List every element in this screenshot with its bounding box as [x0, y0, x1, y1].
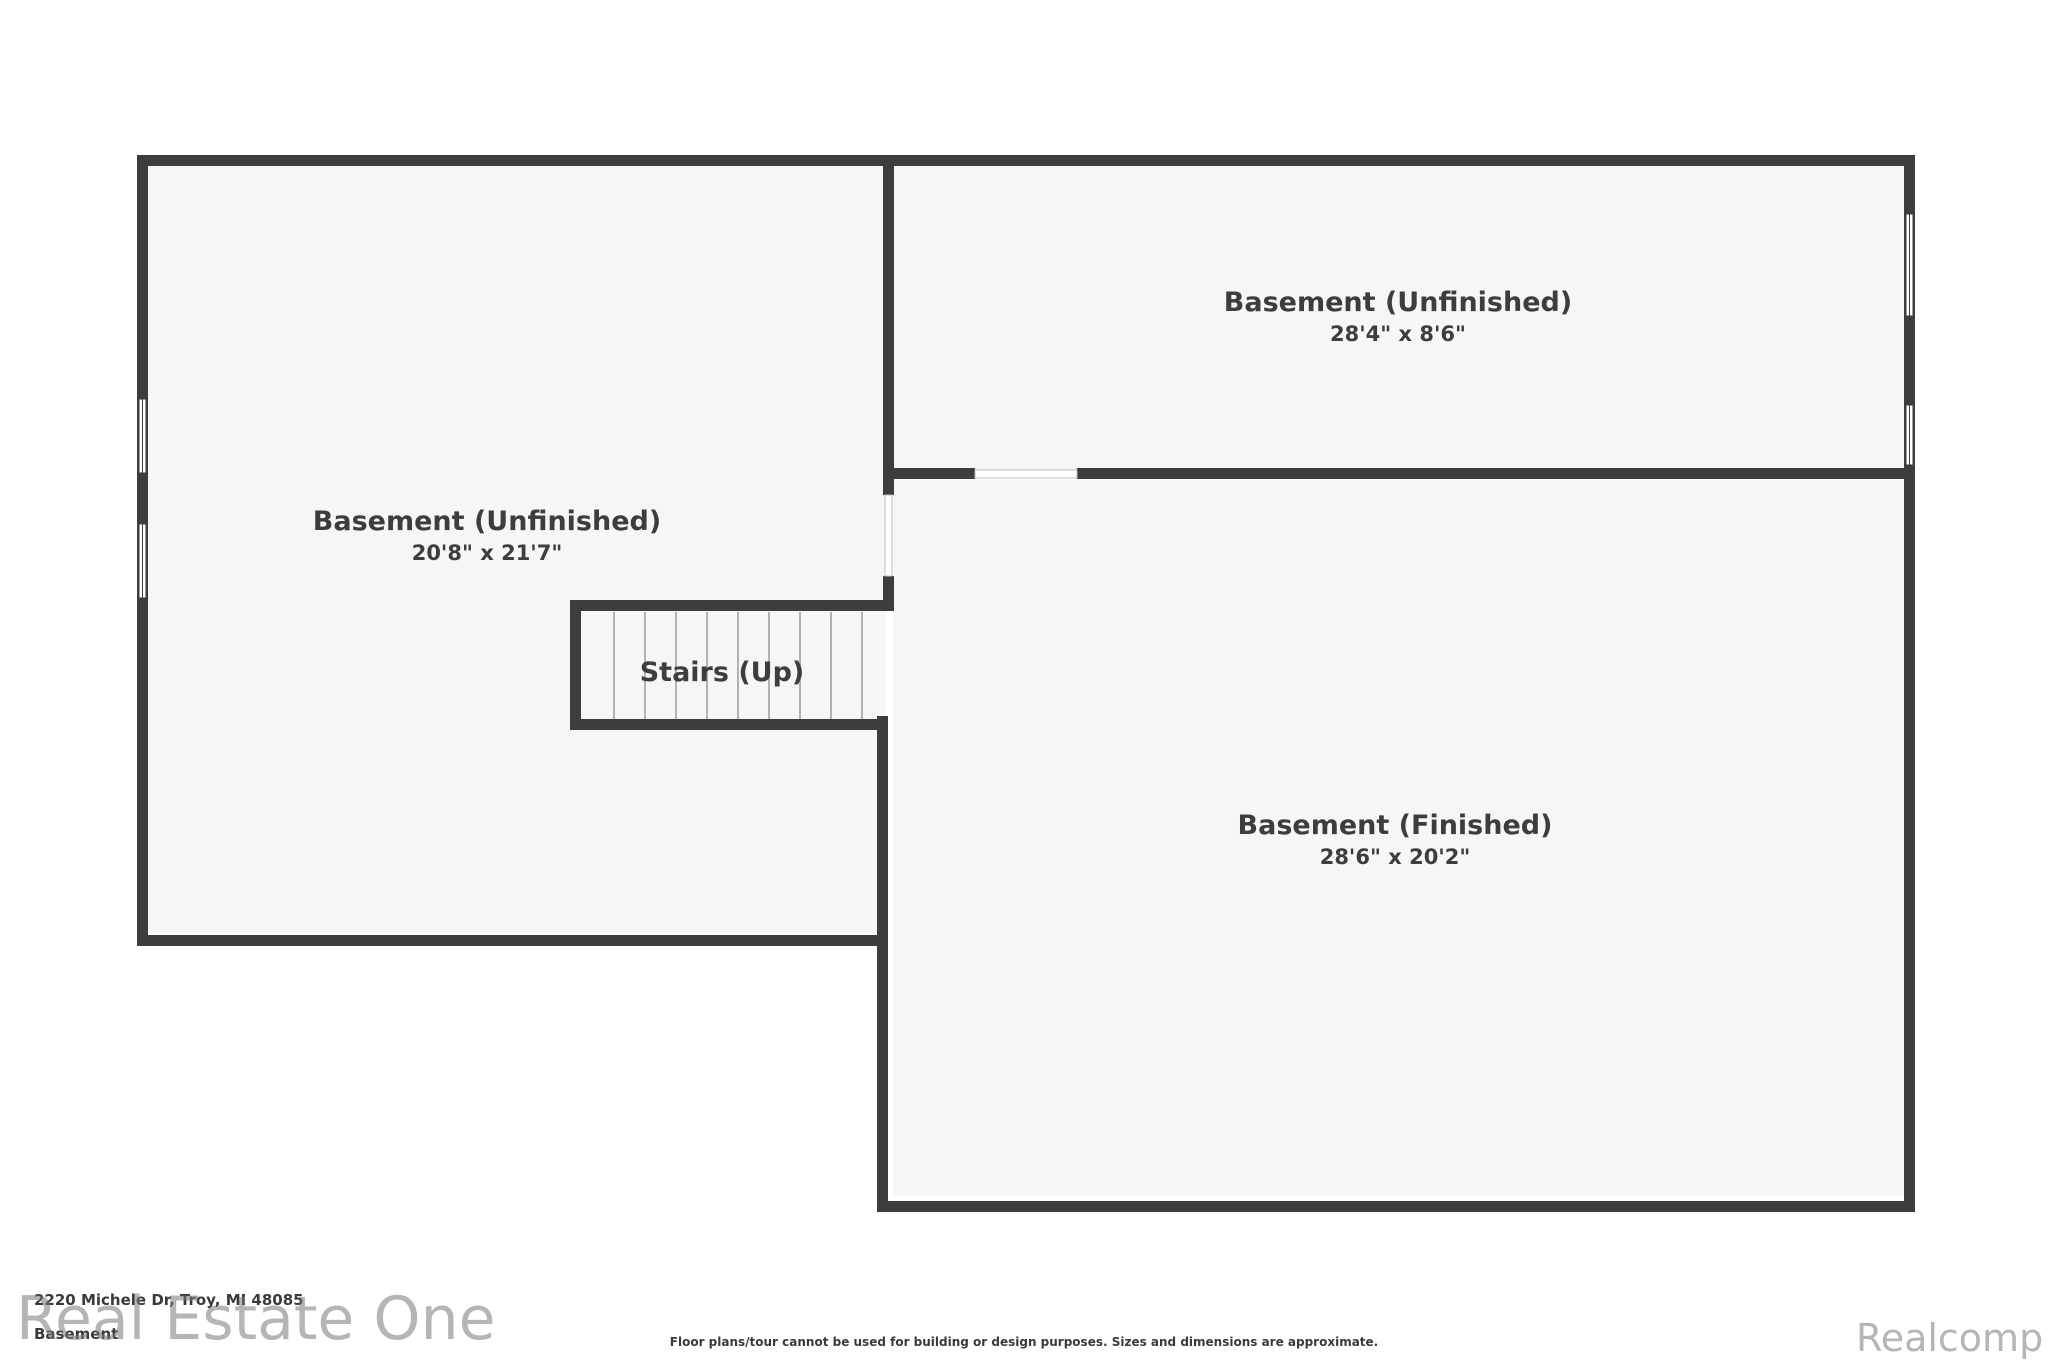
- floor-top-right-room: [893, 163, 1907, 470]
- window-left-lower: [138, 523, 147, 599]
- room-bottom-right-dims: 28'6" x 20'2": [1320, 845, 1471, 869]
- room-top-right-dims: 28'4" x 8'6": [1330, 322, 1466, 346]
- opening-center: [884, 494, 893, 577]
- footer-level: Basement: [34, 1325, 119, 1343]
- stairs-label: Stairs (Up): [640, 657, 805, 688]
- room-left-name: Basement (Unfinished): [313, 506, 661, 537]
- room-bottom-right-name: Basement (Finished): [1238, 810, 1553, 841]
- room-top-right-name: Basement (Unfinished): [1224, 287, 1572, 318]
- wall-right: [1904, 155, 1915, 1212]
- wall-divider-a: [883, 468, 975, 479]
- watermark-real-estate-one: Real Estate One: [16, 1284, 496, 1354]
- wall-left-bottom: [137, 935, 886, 946]
- footer-address: 2220 Michele Dr, Troy, MI 48085: [34, 1291, 304, 1309]
- wall-bottom-right: [877, 1201, 1915, 1212]
- windows: [138, 213, 1914, 599]
- window-right-upper: [1905, 213, 1914, 317]
- window-left-upper: [138, 398, 147, 474]
- window-right-lower: [1905, 404, 1914, 466]
- opening-divider: [974, 469, 1078, 479]
- wall-top: [137, 155, 1915, 166]
- floor-left-room: [146, 163, 886, 933]
- floor-stairs: [579, 610, 864, 720]
- wall-stairs-bottom: [570, 719, 888, 730]
- room-left-dims: 20'8" x 21'7": [412, 541, 563, 565]
- wall-center-lower: [877, 716, 888, 1212]
- stair-treads: [613, 612, 863, 719]
- footer-disclaimer: Floor plans/tour cannot be used for buil…: [669, 1335, 1379, 1349]
- wall-divider-b: [1077, 468, 1915, 479]
- wall-center-upper: [883, 155, 894, 495]
- wall-center-mid: [883, 576, 894, 610]
- wall-stairs-top: [570, 600, 894, 611]
- wall-stairs-left: [570, 600, 581, 730]
- watermark-realcomp: Realcomp: [1856, 1316, 2044, 1360]
- floor-bottom-right-room: [893, 480, 1907, 1196]
